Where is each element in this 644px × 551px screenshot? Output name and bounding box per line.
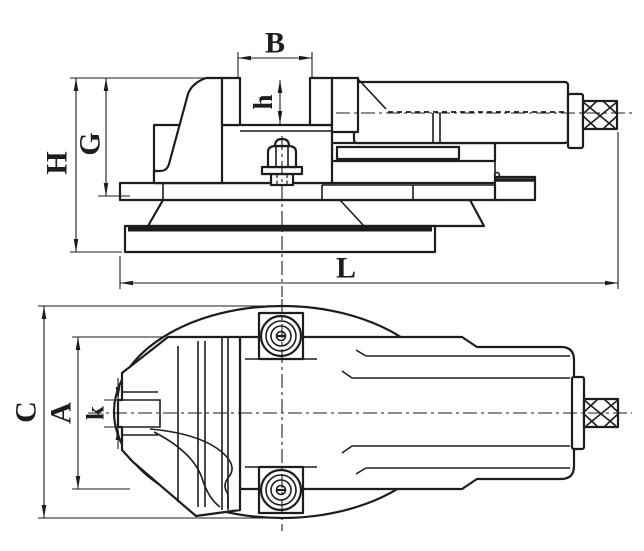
boss-top-circle-2	[265, 320, 297, 352]
dim-A-lines	[72, 336, 162, 490]
dim-H-label: H	[41, 151, 74, 174]
knurl-pattern-side	[582, 100, 618, 130]
screw-joint-lines	[432, 113, 441, 143]
fixed-jaw-block	[330, 76, 360, 134]
guide-key-lines	[122, 391, 161, 436]
dim-A-label: A	[45, 402, 78, 424]
base-band-details	[162, 183, 495, 200]
carriage-pivot-dot	[493, 171, 501, 179]
slide-way	[335, 145, 461, 161]
dimension-H: H	[41, 77, 210, 253]
dim-h-label: h	[248, 94, 278, 109]
movable-jaw-side	[152, 76, 360, 185]
dim-h-arrows	[277, 80, 283, 124]
dim-L-lines	[119, 132, 619, 289]
dimension-A: A	[45, 336, 162, 490]
screw-boss-top	[245, 311, 317, 361]
boss-bottom-circle-3	[270, 479, 292, 501]
vise-base-side	[118, 175, 537, 202]
dim-k-lines	[104, 378, 136, 449]
movable-jaw-plan	[116, 335, 242, 518]
carriage-side	[330, 141, 501, 179]
dim-H-lines	[70, 77, 210, 253]
dim-L-label: L	[336, 252, 356, 285]
base-right-block	[493, 175, 537, 202]
movable-jaw-plate	[220, 76, 242, 127]
jaw-outline-plan	[116, 335, 242, 518]
boss-top-circle-outer	[259, 314, 303, 358]
dim-G-label: G	[74, 132, 107, 155]
jaw-plate-lines-plan	[177, 338, 229, 510]
dim-k-arrows	[115, 387, 121, 440]
bolt-head-facets	[275, 146, 289, 167]
swivel-base-outline	[146, 198, 486, 228]
dim-k-label: k	[83, 406, 110, 420]
boss-bottom-circle-2	[265, 474, 297, 506]
swivel-base-slope-line	[339, 199, 365, 227]
swivel-base-side	[146, 198, 486, 228]
handle-flange-side	[566, 92, 585, 150]
dimension-G: G	[74, 78, 130, 197]
tube-chamfer	[357, 78, 387, 110]
base-plate-side	[123, 224, 437, 254]
dim-G-lines	[98, 78, 130, 197]
centerlines-plan	[88, 299, 632, 531]
fixed-jaw-plate	[308, 76, 334, 127]
dim-G-arrows	[103, 78, 109, 196]
boss-bottom-circle-outer	[259, 468, 303, 512]
dimension-B: B	[237, 27, 313, 77]
dimension-C: C	[10, 305, 280, 519]
bolt-hidden-hole	[276, 174, 288, 185]
movable-jaw-profile	[152, 76, 224, 185]
side-view: B h H G L	[41, 27, 634, 297]
dim-C-label: C	[10, 401, 43, 423]
jaw-rib-curve-2	[153, 431, 221, 508]
dim-B-label: B	[265, 27, 285, 60]
dimension-L: L	[119, 132, 619, 289]
dimension-k: k	[83, 378, 136, 449]
dimension-h: h	[248, 80, 283, 124]
jaw-rib-curve-1	[149, 428, 233, 508]
centerlines-side	[281, 112, 634, 297]
dim-C-lines	[38, 305, 280, 519]
boss-top-circle-3	[270, 325, 292, 347]
screw-boss-bottom	[245, 465, 317, 515]
body-inner-lines	[341, 349, 570, 475]
plan-view: C A k	[10, 299, 632, 531]
